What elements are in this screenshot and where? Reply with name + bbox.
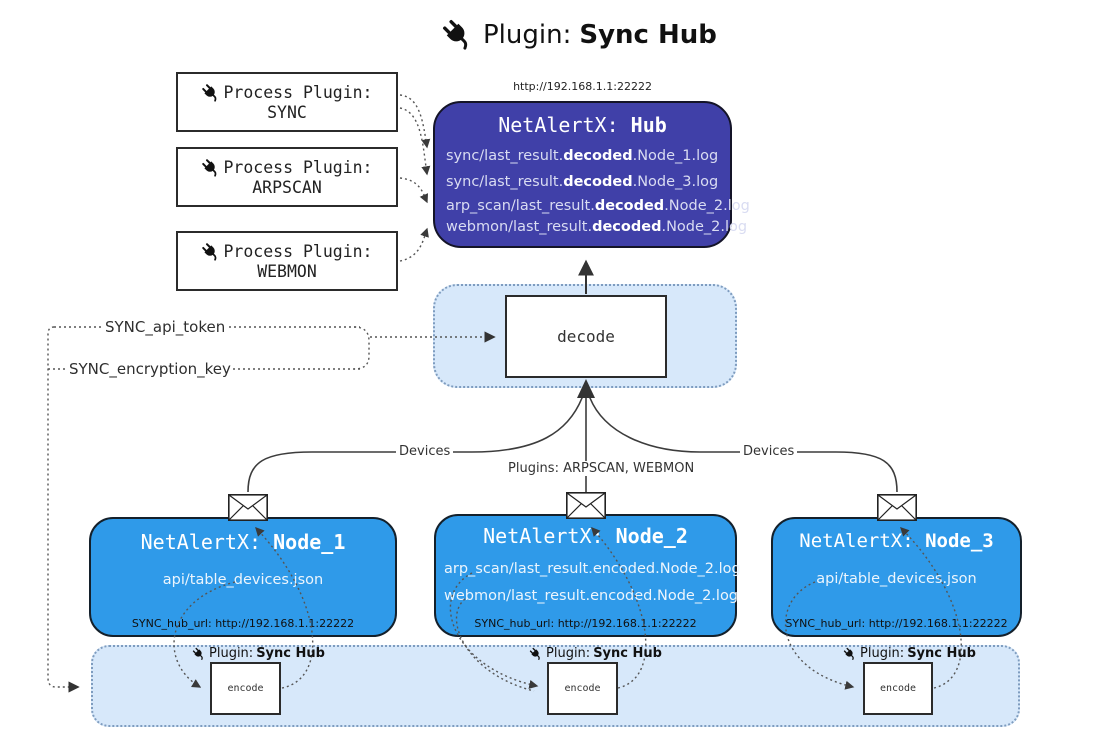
sync-api-token-label: SYNC_api_token: [103, 318, 228, 336]
hub-title-name: Hub: [630, 113, 667, 137]
plug-icon: [192, 647, 203, 660]
encoder-plugin-label: Plugin:Sync Hub: [843, 646, 976, 661]
encoder-plugin-label: Plugin:Sync Hub: [192, 646, 325, 661]
process-plugin-arpscan: Process Plugin: ARPSCAN: [176, 147, 398, 207]
node-hub-url: SYNC_hub_url: http://192.168.1.1:22222: [474, 617, 697, 630]
edge-label-plugins: Plugins: ARPSCAN, WEBMON: [505, 461, 698, 476]
node-title: NetAlertX: Node_2: [483, 524, 688, 548]
node-hub-url: SYNC_hub_url: http://192.168.1.1:22222: [785, 617, 1008, 630]
node-title: NetAlertX: Node_1: [140, 530, 346, 554]
node-file-line: arp_scan/last_result.encoded.Node_2.log: [444, 561, 741, 577]
encoder-plugin-label: Plugin:Sync Hub: [529, 646, 662, 661]
node-file-line: api/table_devices.json: [816, 571, 977, 587]
process-plugin-label: Process Plugin:: [223, 83, 373, 102]
encode-box: encode: [547, 662, 618, 715]
plug-icon: [202, 83, 217, 102]
node-file-line: webmon/last_result.encoded.Node_2.log: [444, 588, 739, 604]
hub-log-entry: webmon/last_result.decoded.Node_2.log: [446, 218, 748, 235]
node-hub-url: SYNC_hub_url: http://192.168.1.1:22222: [131, 617, 355, 630]
hub-log-entry: arp_scan/last_result.decoded.Node_2.log: [446, 197, 750, 214]
plug-icon: [202, 242, 217, 261]
node-file-line: api/table_devices.json: [162, 572, 324, 588]
hub-url: http://192.168.1.1:22222: [513, 80, 652, 93]
process-plugin-sync: Process Plugin: SYNC: [176, 72, 398, 132]
page-title: Plugin: Sync Hub: [441, 18, 717, 52]
page-title-prefix: Plugin:: [483, 20, 572, 50]
plug-icon: [443, 20, 468, 50]
process-plugin-name: ARPSCAN: [252, 177, 322, 197]
encode-box: encode: [863, 662, 933, 715]
process-plugin-label: Process Plugin:: [223, 158, 373, 177]
envelope-icon: [566, 492, 607, 523]
node-title: NetAlertX: Node_3: [799, 530, 994, 552]
edge-label-devices-right: Devices: [740, 444, 798, 459]
page-title-name: Sync Hub: [579, 20, 717, 50]
hub-box: NetAlertX: Hub sync/last_result.decoded.…: [433, 101, 750, 248]
plug-icon: [843, 647, 854, 660]
node-3-box: NetAlertX: Node_3 api/table_devices.json…: [771, 517, 1022, 637]
sync-encryption-key-label: SYNC_encryption_key: [67, 360, 233, 378]
decode-box: decode: [505, 295, 667, 378]
node-1-box: NetAlertX: Node_1 api/table_devices.json…: [89, 517, 397, 637]
envelope-icon: [228, 494, 269, 525]
process-plugin-name: SYNC: [267, 102, 307, 122]
encode-box: encode: [210, 662, 281, 715]
process-plugin-name: WEBMON: [257, 261, 317, 281]
plug-icon: [202, 158, 217, 177]
process-plugin-label: Process Plugin:: [223, 242, 373, 261]
hub-log-entry: sync/last_result.decoded.Node_3.log: [446, 173, 719, 190]
hub-title-prefix: NetAlertX:: [498, 113, 619, 137]
plug-icon: [529, 647, 540, 660]
hub-title: NetAlertX: Hub: [435, 113, 730, 137]
envelope-icon: [877, 494, 918, 525]
process-plugin-webmon: Process Plugin: WEBMON: [176, 231, 398, 291]
node-2-box: NetAlertX: Node_2 arp_scan/last_result.e…: [434, 514, 741, 637]
hub-log-entry: sync/last_result.decoded.Node_1.log: [446, 148, 719, 164]
edge-label-devices-left: Devices: [396, 444, 454, 459]
